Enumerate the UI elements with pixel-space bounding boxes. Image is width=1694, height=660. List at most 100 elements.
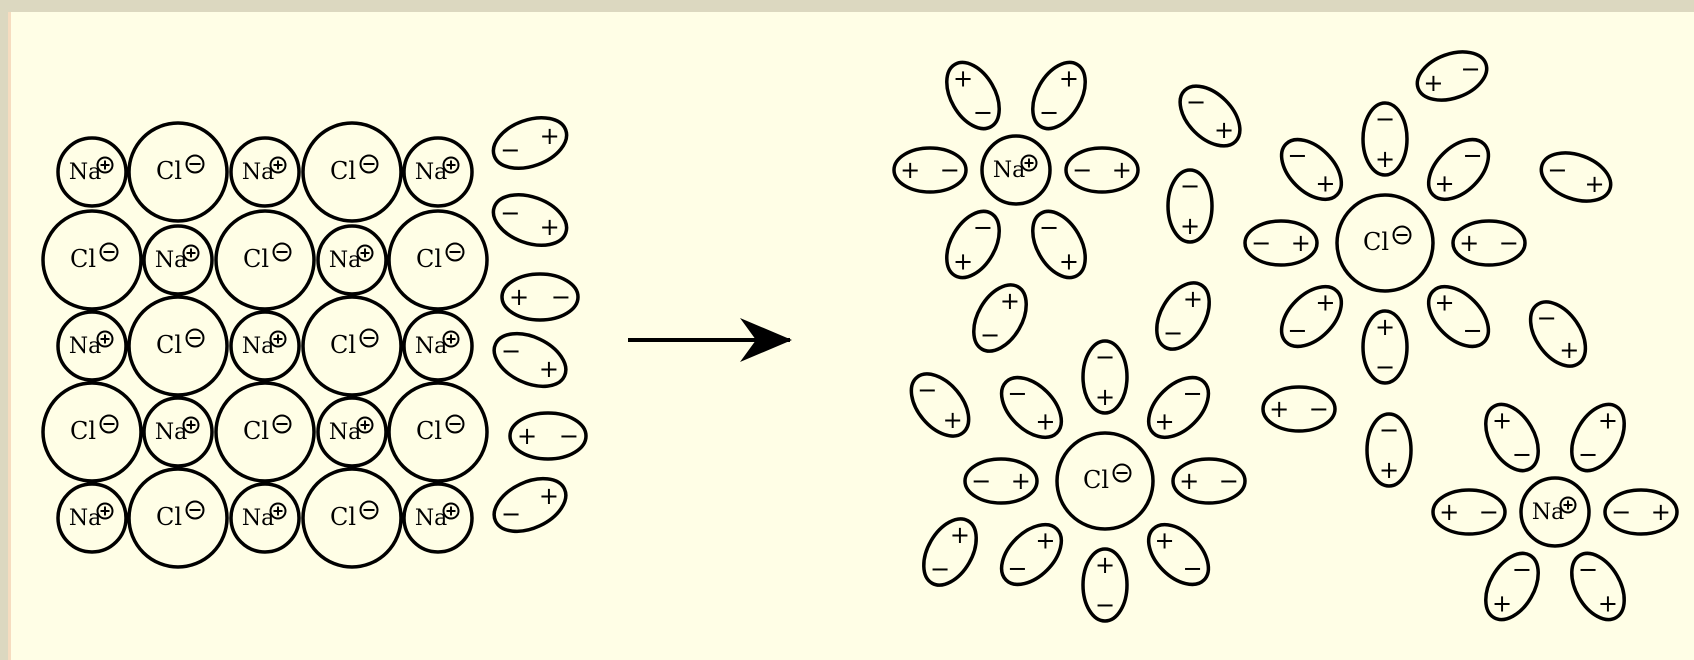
chloride-label: Cl bbox=[1363, 228, 1389, 256]
minus-sign: − bbox=[1007, 555, 1027, 583]
plus-sign: + bbox=[1059, 64, 1079, 92]
hydration-water-molecule: −+ bbox=[1081, 339, 1129, 415]
plus-sign: + bbox=[1492, 406, 1512, 434]
plus-sign: + bbox=[1375, 313, 1395, 341]
plus-sign: + bbox=[950, 521, 970, 549]
free-water-molecule: +− bbox=[922, 517, 978, 587]
plus-sign: + bbox=[1179, 467, 1199, 495]
edge-water-molecule: −+ bbox=[500, 272, 580, 322]
chloride-ion-circle bbox=[387, 209, 489, 311]
lattice-chloride-ion: Cl bbox=[387, 209, 489, 311]
free-water-molecule: +− bbox=[972, 283, 1028, 353]
minus-sign: − bbox=[1039, 213, 1059, 241]
minus-sign: − bbox=[973, 213, 993, 241]
chloride-ion-circle bbox=[387, 381, 489, 483]
hydration-water-molecule: −+ bbox=[1081, 547, 1129, 623]
chloride-label: Cl bbox=[243, 417, 269, 445]
plus-sign: + bbox=[1011, 467, 1031, 495]
free-water-molecule: +− bbox=[1365, 412, 1413, 488]
sodium-label: Na bbox=[415, 506, 447, 531]
minus-sign: − bbox=[1182, 379, 1202, 407]
plus-sign: + bbox=[1598, 590, 1618, 618]
sodium-label: Na bbox=[69, 160, 101, 185]
plus-sign: + bbox=[1434, 169, 1454, 197]
hydrated-sodium-ion: +−+−+−+−+−+−Na bbox=[1431, 402, 1679, 622]
chloride-label: Cl bbox=[70, 245, 96, 273]
plus-sign: + bbox=[1585, 170, 1605, 198]
lattice-chloride-ion: Cl bbox=[127, 295, 229, 397]
reaction-arrow bbox=[628, 318, 792, 362]
lattice-chloride-ion: Cl bbox=[127, 467, 229, 569]
minus-sign: − bbox=[1182, 555, 1202, 583]
minus-sign: − bbox=[1547, 156, 1567, 184]
minus-sign: − bbox=[1462, 141, 1482, 169]
lattice-edge-water-molecules: +−+−−++−−++− bbox=[491, 116, 588, 534]
hydration-water-molecule: −+ bbox=[1146, 375, 1211, 440]
sodium-label: Na bbox=[993, 158, 1025, 183]
sodium-ion-circle bbox=[229, 136, 301, 208]
minus-sign: − bbox=[917, 376, 937, 404]
hydration-water-molecule: −+ bbox=[1279, 284, 1344, 349]
chloride-ion-circle bbox=[214, 381, 316, 483]
lattice-sodium-ion: Na bbox=[229, 482, 301, 554]
minus-sign: − bbox=[1462, 317, 1482, 345]
hydration-water-molecule: +− bbox=[1031, 60, 1087, 131]
sodium-ion-circle bbox=[980, 134, 1052, 206]
free-water-molecule: −+ bbox=[1415, 50, 1489, 102]
chloride-label: Cl bbox=[1083, 466, 1109, 494]
minus-sign: − bbox=[1461, 55, 1481, 83]
hydration-water-molecule: +− bbox=[945, 209, 1001, 280]
lattice-sodium-ion: Na bbox=[402, 310, 474, 382]
chloride-label: Cl bbox=[156, 503, 182, 531]
lattice-sodium-ion: Na bbox=[56, 310, 128, 382]
hydration-water-molecule: −+ bbox=[1171, 457, 1247, 505]
minus-sign: − bbox=[1512, 555, 1532, 583]
minus-sign: − bbox=[1375, 353, 1395, 381]
minus-sign: − bbox=[1007, 379, 1027, 407]
hydration-water-molecule: −+ bbox=[963, 457, 1039, 505]
plus-sign: + bbox=[1315, 289, 1335, 317]
lattice-sodium-ion: Na bbox=[316, 396, 388, 468]
sodium-label: Na bbox=[155, 420, 187, 445]
edge-water-molecule: +− bbox=[491, 193, 569, 247]
plus-sign: + bbox=[1459, 229, 1479, 257]
chloride-label: Cl bbox=[330, 157, 356, 185]
minus-sign: − bbox=[1095, 591, 1115, 619]
plus-sign: + bbox=[1379, 456, 1399, 484]
plus-sign: + bbox=[1112, 156, 1132, 184]
hydration-water-molecule: +− bbox=[1431, 488, 1507, 536]
chloride-label: Cl bbox=[156, 157, 182, 185]
chloride-label: Cl bbox=[70, 417, 96, 445]
chloride-label: Cl bbox=[243, 245, 269, 273]
plus-sign: + bbox=[509, 283, 529, 311]
chloride-label: Cl bbox=[330, 503, 356, 531]
minus-sign: − bbox=[1186, 88, 1206, 116]
minus-sign: − bbox=[971, 467, 991, 495]
lattice-chloride-ion: Cl bbox=[41, 209, 143, 311]
free-water-molecule: +− bbox=[1166, 168, 1214, 244]
plus-sign: + bbox=[1154, 527, 1174, 555]
hydration-water-molecule: −+ bbox=[1426, 284, 1491, 349]
plus-sign: + bbox=[943, 406, 963, 434]
plus-sign: + bbox=[539, 355, 559, 383]
lattice-sodium-ion: Na bbox=[229, 310, 301, 382]
sodium-label: Na bbox=[242, 506, 274, 531]
minus-sign: − bbox=[1499, 229, 1519, 257]
plus-sign: + bbox=[1154, 407, 1174, 435]
plus-sign: + bbox=[1095, 551, 1115, 579]
minus-sign: − bbox=[930, 555, 950, 583]
plus-sign: + bbox=[1035, 527, 1055, 555]
minus-sign: − bbox=[1578, 441, 1598, 469]
minus-sign: − bbox=[1479, 498, 1499, 526]
minus-sign: − bbox=[551, 283, 571, 311]
plus-sign: + bbox=[1423, 69, 1443, 97]
sodium-label: Na bbox=[329, 248, 361, 273]
hydration-water-molecule: +− bbox=[1603, 488, 1679, 536]
plus-sign: + bbox=[1315, 169, 1335, 197]
sodium-ion: Na bbox=[980, 134, 1052, 206]
hydrated-chloride-ion: −+−+−+−+−+−+−+−+Cl bbox=[1243, 101, 1527, 385]
chloride-label: Cl bbox=[156, 331, 182, 359]
chloride-ion-circle bbox=[301, 467, 403, 569]
sodium-label: Na bbox=[242, 160, 274, 185]
